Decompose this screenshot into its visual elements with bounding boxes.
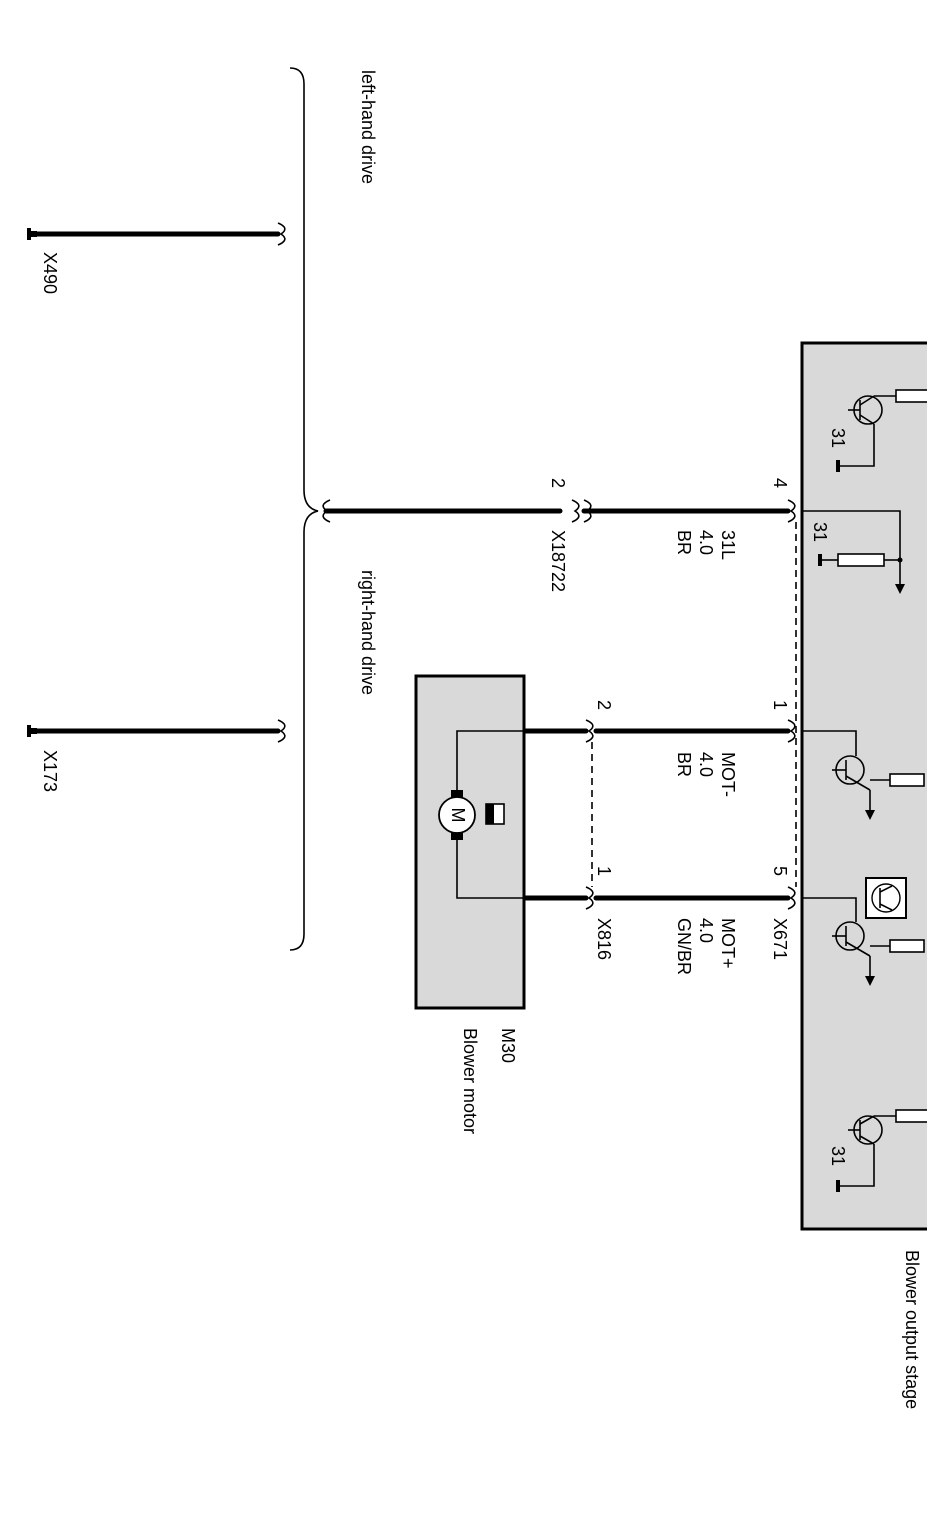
ground-31-bottom: 31 — [828, 1146, 848, 1166]
sensor-icon — [865, 877, 907, 919]
motor-title: Blower motor — [460, 1028, 480, 1134]
svg-text:4.0: 4.0 — [696, 918, 716, 943]
wire-mot-plus — [521, 886, 796, 910]
motor-icon: M — [438, 730, 524, 899]
svg-text:4.0: 4.0 — [696, 752, 716, 777]
ground-resistor-icon — [802, 510, 905, 594]
ground-wire-x173 — [27, 719, 286, 743]
svg-text:4.0: 4.0 — [696, 530, 716, 555]
x671-label: X671 — [770, 918, 790, 960]
wire-31l — [322, 499, 796, 523]
transistor-icon — [802, 897, 925, 986]
svg-text:BR: BR — [674, 752, 694, 777]
motor-component-icon — [485, 803, 505, 825]
wire-mot-minus-labels: MOT- 4.0 BR — [674, 752, 738, 797]
x671-pin-4: 4 — [770, 478, 790, 488]
drive-variant-brace — [289, 67, 319, 951]
x18722-label: X18722 — [548, 530, 568, 592]
x671-pin-1: 1 — [770, 700, 790, 710]
transistor-icon — [802, 730, 925, 820]
ground-label-x490: X490 — [40, 252, 60, 294]
transistor-icon — [836, 389, 927, 472]
svg-text:MOT-: MOT- — [718, 752, 738, 797]
ground-wire-x490 — [27, 222, 286, 246]
svg-text:M: M — [448, 808, 468, 823]
blower-motor-box — [414, 674, 526, 1010]
x816-pin-1: 1 — [594, 866, 614, 876]
lhd-label: left-hand drive — [358, 70, 378, 184]
transistor-icon — [836, 1109, 927, 1192]
x671-pin-5: 5 — [770, 866, 790, 876]
ground-31-top: 31 — [828, 428, 848, 448]
svg-text:31L: 31L — [718, 530, 738, 560]
output-stage-title: Blower output stage — [902, 1250, 922, 1409]
svg-text:MOT+: MOT+ — [718, 918, 738, 969]
wire-mot-minus — [521, 719, 796, 743]
wire-31l-labels: 31L 4.0 BR — [674, 530, 738, 560]
x816-pin-2: 2 — [594, 700, 614, 710]
svg-text:BR: BR — [674, 530, 694, 555]
wire-mot-plus-labels: MOT+ 4.0 GN/BR — [674, 918, 738, 975]
motor-id: M30 — [498, 1028, 518, 1063]
ground-31-mid: 31 — [810, 522, 830, 542]
ground-label-x173: X173 — [40, 750, 60, 792]
x18722-pin: 2 — [548, 478, 568, 488]
rhd-label: right-hand drive — [358, 570, 378, 695]
svg-text:GN/BR: GN/BR — [674, 918, 694, 975]
x816-label: X816 — [594, 918, 614, 960]
